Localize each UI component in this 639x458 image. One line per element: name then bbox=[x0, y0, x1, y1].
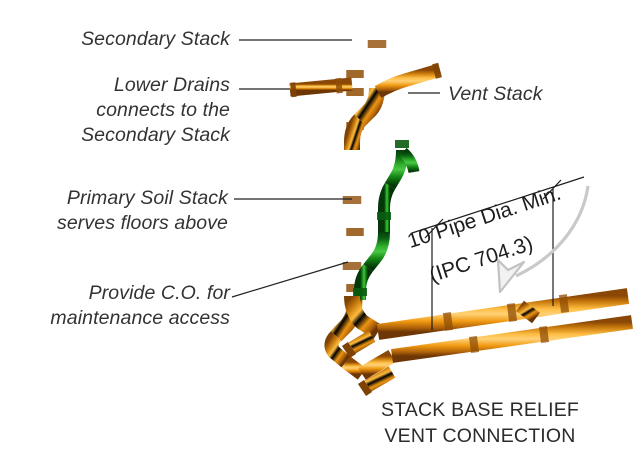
vent-base-connector-pipe bbox=[399, 147, 420, 174]
label-secondary-stack: Secondary Stack bbox=[81, 28, 230, 50]
cleanout-fittings bbox=[341, 330, 396, 397]
leader-cleanout bbox=[231, 261, 349, 298]
label-cleanout: Provide C.O. for maintenance access bbox=[50, 282, 230, 329]
flow-direction-arrow bbox=[496, 185, 590, 294]
dimension-tick-right bbox=[542, 179, 562, 200]
lower-drain-branch-pipe bbox=[289, 77, 353, 98]
dimension-tick-left bbox=[424, 218, 444, 239]
label-primary-soil-stack: Primary Soil Stack serves floors above bbox=[57, 187, 228, 234]
label-vent-stack: Vent Stack bbox=[448, 83, 543, 105]
diagram-caption: STACK BASE RELIEF VENT CONNECTION bbox=[380, 399, 580, 447]
primary-soil-stack-pipe bbox=[344, 14, 387, 150]
dimension-line-group bbox=[411, 176, 585, 330]
vent-stack-pipe bbox=[353, 14, 409, 300]
label-lower-drains: Lower Drains connects to the Secondary S… bbox=[81, 74, 230, 146]
stack-base-elbows bbox=[324, 288, 633, 380]
